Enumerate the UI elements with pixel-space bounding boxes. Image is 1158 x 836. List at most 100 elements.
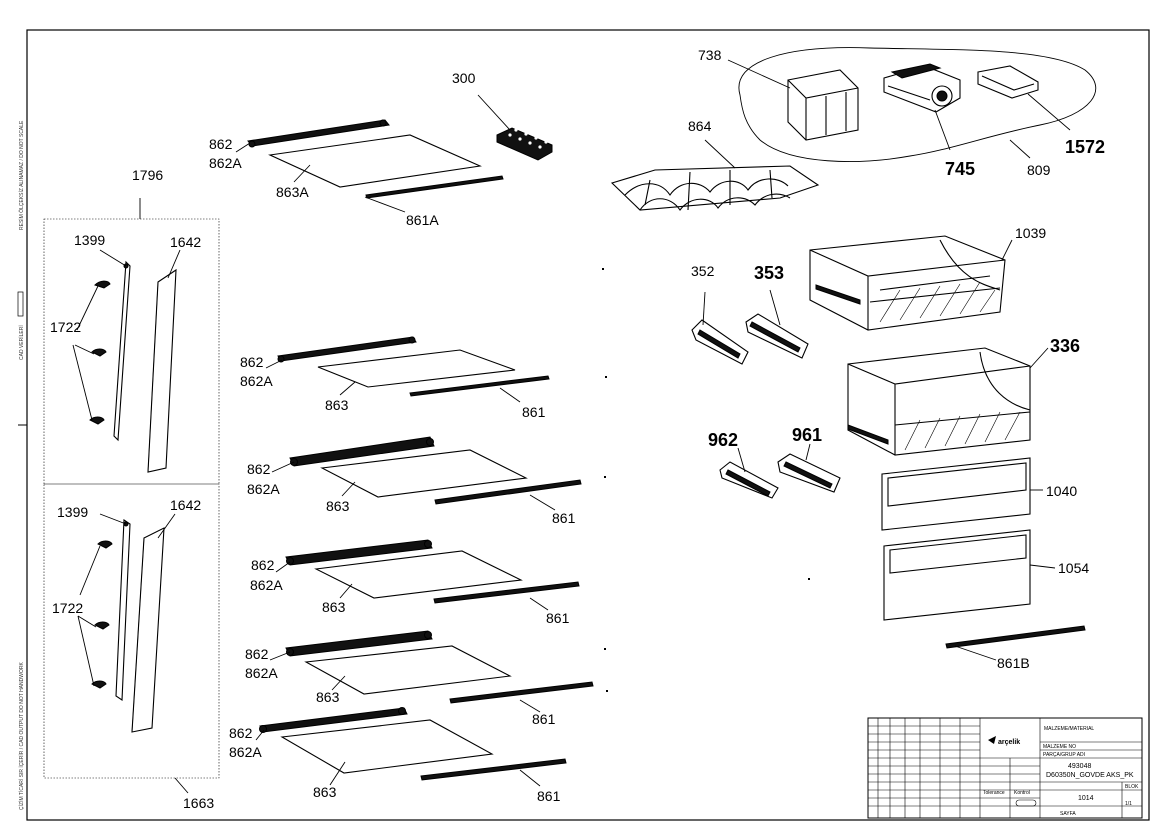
callout-300: 300 xyxy=(452,70,476,86)
callout-336: 336 xyxy=(1050,336,1080,356)
rail-352 xyxy=(691,319,749,365)
shelf-5-863 xyxy=(285,630,594,704)
callout-862A-6: 862A xyxy=(229,744,262,760)
callout-1663: 1663 xyxy=(183,795,214,811)
rail-962 xyxy=(719,461,779,499)
callout-1399-b: 1399 xyxy=(57,504,88,520)
title-block-sheet-label: SAYFA xyxy=(1060,811,1076,817)
title-block-blok: BLOK xyxy=(1125,784,1139,790)
callout-861-5: 861 xyxy=(532,711,556,727)
callout-861-4: 861 xyxy=(546,610,570,626)
frame-left-mark xyxy=(17,291,24,317)
rail-961 xyxy=(777,453,841,493)
callout-1642-a: 1642 xyxy=(170,234,201,250)
part-1572-tray xyxy=(977,65,1039,99)
title-block-parca-grup: PARÇA/GRUP ADI xyxy=(1043,752,1085,758)
strip-861B xyxy=(945,625,1086,649)
callout-862-3: 862 xyxy=(247,461,271,477)
callout-1796: 1796 xyxy=(132,167,163,183)
drawer-front-1040 xyxy=(881,457,1031,531)
brand-logo-icon xyxy=(988,736,996,744)
border-text-bottom: ÇİZİM TİCARİ SIR İÇERİR / CAD OUTPUT DO … xyxy=(18,662,25,810)
door-cover-1642-b xyxy=(131,527,165,733)
callout-809: 809 xyxy=(1027,162,1051,178)
part-745-ice-maker xyxy=(883,63,961,113)
title-block-group: 1014 xyxy=(1078,795,1094,802)
drawing-frame xyxy=(26,29,1150,821)
rail-353 xyxy=(745,313,809,359)
callout-1642-b: 1642 xyxy=(170,497,201,513)
door-rail-1399-a xyxy=(113,260,131,442)
callout-961: 961 xyxy=(792,425,822,445)
accessory-group-outline xyxy=(738,47,1097,162)
callout-1572: 1572 xyxy=(1065,137,1105,157)
door-group-1663-box xyxy=(43,483,220,779)
callout-862A-3: 862A xyxy=(247,481,280,497)
callout-862A-5: 862A xyxy=(245,665,278,681)
callout-862-6: 862 xyxy=(229,725,253,741)
shelf-6-863 xyxy=(259,707,567,781)
callout-862A-1: 862A xyxy=(209,155,242,171)
door-clips-1722-b xyxy=(91,540,113,689)
shelf-2-863 xyxy=(277,336,550,397)
callout-862-4: 862 xyxy=(251,557,275,573)
callout-863A: 863A xyxy=(276,184,309,200)
shelf-4-863 xyxy=(285,539,580,604)
door-clips-1722-a xyxy=(89,280,111,425)
callout-863-3: 863 xyxy=(326,498,350,514)
part-300-egg-tray xyxy=(496,127,553,161)
title-block-tolerance: Tolerance xyxy=(983,790,1005,796)
callout-862-2: 862 xyxy=(240,354,264,370)
door-cover-1642-a xyxy=(147,268,177,473)
border-text-mid: CAD VERİLERİ xyxy=(18,325,25,360)
title-block-header: MALZEME/MATERIAL xyxy=(1044,726,1094,732)
callout-1722-b: 1722 xyxy=(52,600,83,616)
callout-863-6: 863 xyxy=(313,784,337,800)
drawer-336 xyxy=(847,347,1031,456)
border-text-top: RESİM ÖLÇEKSİZ ALINAMAZ / DO NOT SCALE xyxy=(18,120,25,230)
callout-861-3: 861 xyxy=(552,510,576,526)
callout-352: 352 xyxy=(691,263,715,279)
shelf-3-863 xyxy=(289,436,582,505)
kontrol-stamp xyxy=(1015,799,1037,807)
drawer-front-1054 xyxy=(883,529,1031,621)
callout-738: 738 xyxy=(698,47,722,63)
title-block-malzeme-no: MALZEME NO xyxy=(1043,744,1076,750)
callout-labels: 738 745 809 1572 300 864 862 862A 863A 8… xyxy=(50,47,1105,811)
callout-353: 353 xyxy=(754,263,784,283)
callout-1054: 1054 xyxy=(1058,560,1089,576)
callout-862-5: 862 xyxy=(245,646,269,662)
callout-962: 962 xyxy=(708,430,738,450)
callout-1399-a: 1399 xyxy=(74,232,105,248)
part-864-wine-rack xyxy=(610,165,820,211)
callout-1039: 1039 xyxy=(1015,225,1046,241)
title-block-kontrol: Kontrol xyxy=(1014,790,1030,796)
title-block-sheet: 1/1 xyxy=(1125,801,1132,807)
callout-864: 864 xyxy=(688,118,712,134)
callout-1722-a: 1722 xyxy=(50,319,81,335)
leader-lines xyxy=(72,59,1071,787)
callout-861A: 861A xyxy=(406,212,439,228)
callout-861-2: 861 xyxy=(522,404,546,420)
callout-862A-2: 862A xyxy=(240,373,273,389)
shelf-1-863A xyxy=(247,119,504,199)
callout-863-4: 863 xyxy=(322,599,346,615)
part-738-ice-bucket xyxy=(787,69,859,141)
title-block-part-no: 493048 xyxy=(1068,763,1091,770)
callout-862-1: 862 xyxy=(209,136,233,152)
callout-861-6: 861 xyxy=(537,788,561,804)
stray-marks xyxy=(602,268,810,692)
title-block: MALZEME/MATERIAL MALZEME NO PARÇA/GRUP A… xyxy=(867,717,1143,819)
drawer-1039 xyxy=(809,235,1006,331)
door-rail-1399-b xyxy=(115,519,131,701)
callout-863-2: 863 xyxy=(325,397,349,413)
callout-861B: 861B xyxy=(997,655,1030,671)
callout-863-5: 863 xyxy=(316,689,340,705)
brand-name: arçelik xyxy=(998,739,1020,746)
title-block-title: D60350N_GOVDE AKS_PK xyxy=(1046,772,1134,779)
callout-862A-4: 862A xyxy=(250,577,283,593)
callout-745: 745 xyxy=(945,159,975,179)
door-group-1796-box xyxy=(43,218,220,485)
callout-1040: 1040 xyxy=(1046,483,1077,499)
